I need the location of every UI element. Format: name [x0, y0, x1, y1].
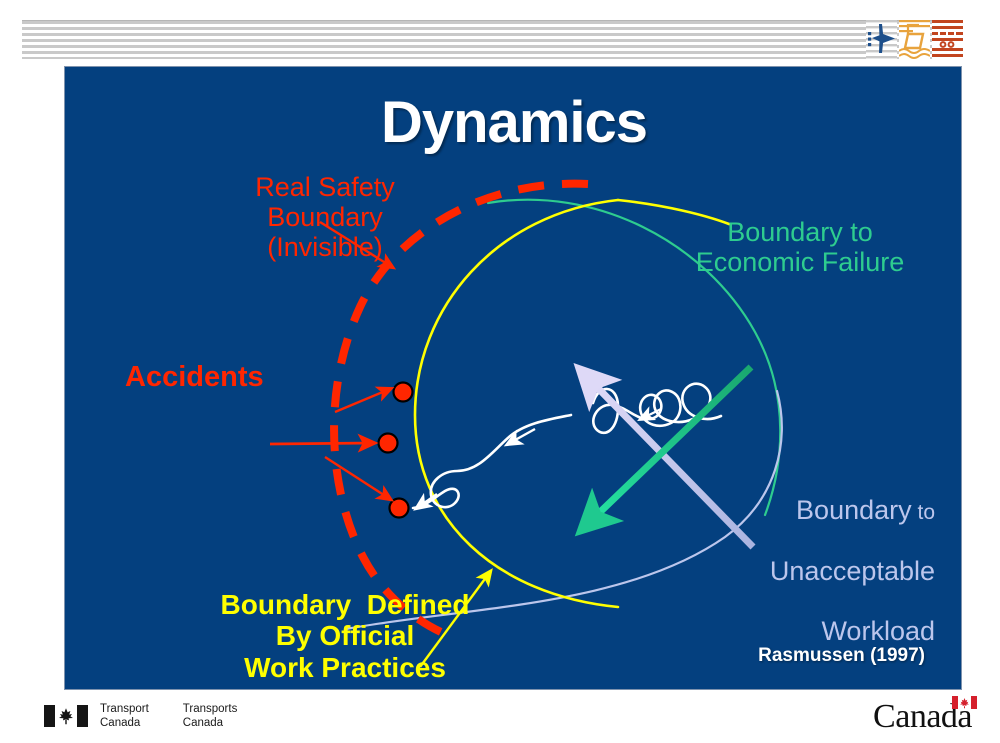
workload-line-1: Boundary — [796, 495, 912, 526]
official-work-practices-label: Boundary Defined By Official Work Practi… — [220, 589, 470, 683]
transport-fr-line-2: Canada — [182, 717, 224, 730]
canada-flag-icon — [44, 705, 88, 728]
unacceptable-workload-arc — [344, 389, 783, 631]
boat-icon — [898, 18, 931, 60]
accident-leader-arrow — [324, 455, 395, 502]
accident-dot — [377, 432, 399, 454]
transport-en-line-2: Canada — [100, 717, 141, 730]
transport-mode-icons — [866, 18, 963, 60]
dynamics-diagram — [269, 179, 783, 668]
accident-leader-arrow — [269, 433, 379, 453]
accident-leader-arrow — [334, 386, 395, 414]
transport-canada-wordmark: Transport Canada Transports Canada — [44, 702, 237, 731]
real-safety-boundary-leader-arrow — [319, 220, 397, 270]
economic-failure-label: Boundary to Economic Failure — [695, 217, 905, 278]
workload-line-3: Workload — [821, 616, 935, 647]
random-walk-path — [591, 382, 723, 435]
transport-canada-en: Transport Canada — [100, 702, 149, 731]
accident-dot — [392, 381, 414, 403]
official-work-practices-circle-top — [616, 198, 731, 226]
page-title: Dynamics — [380, 90, 648, 155]
random-walk-arrow — [503, 427, 536, 447]
accidents-label: Accidents — [125, 361, 264, 393]
transport-fr-line-1: Transports — [182, 703, 238, 715]
page-header — [0, 0, 1000, 66]
economic-pressure-arrow — [574, 364, 754, 537]
canada-wordmark-flag-icon — [952, 696, 977, 709]
transport-canada-fr: Transports Canada — [183, 702, 238, 731]
page-footer: Transport Canada Transports Canada Canad… — [0, 690, 1000, 743]
workload-line-2: Unacceptable — [769, 555, 935, 586]
workload-pressure-arrow — [573, 362, 756, 550]
real-safety-boundary-label: Real Safety Boundary (Invisible) — [255, 172, 395, 263]
workload-to: to — [917, 501, 935, 525]
random-walk-arrow — [413, 492, 438, 511]
real-safety-boundary-dashed-arc — [330, 179, 589, 637]
slide-canvas: Dynamics — [64, 66, 962, 690]
header-stripe-pattern — [22, 20, 962, 59]
official-practices-leader-arrow — [419, 568, 493, 668]
accident-dot — [388, 497, 410, 519]
unacceptable-workload-label: Boundary to Unacceptable Workload — [665, 465, 935, 677]
random-walk-arrow — [637, 406, 662, 421]
rail-road-icon — [932, 18, 963, 60]
airplane-icon — [866, 18, 897, 60]
official-work-practices-circle — [413, 198, 620, 609]
transport-en-line-1: Transport — [100, 703, 149, 715]
source-credit-label: Rasmussen (1997) — [758, 645, 925, 666]
